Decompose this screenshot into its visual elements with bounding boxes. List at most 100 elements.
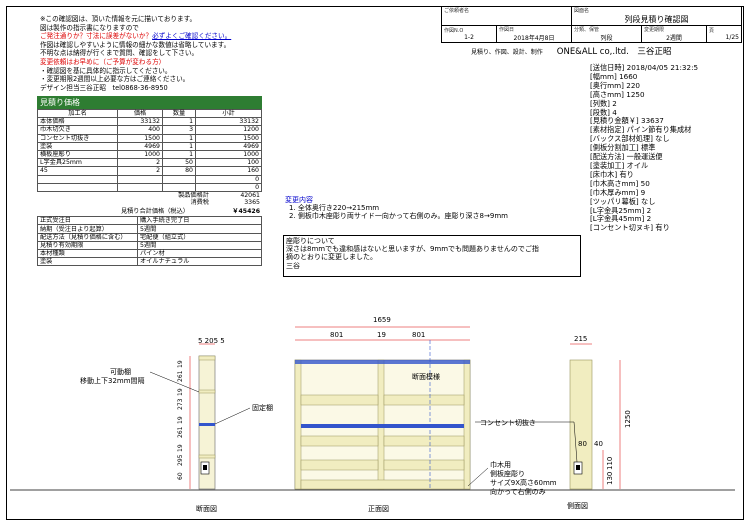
note-line: ・変更期限2週間以上必要な方はご連絡ください。 [40,75,190,84]
info-row: 塗装オイルナチュラル [37,257,262,267]
note-line: 図は製作の指示書になりますので [40,23,139,32]
work-no-label: 作図N.O [444,28,464,34]
category: 列段 [600,35,613,42]
spec-line: [コンセント切ヌキ] 有り [590,223,670,233]
draw-date: 2018年4月8日 [513,35,555,42]
product-total-label: 製品価格計 [178,191,209,199]
spec-line: [バックス部材処理] なし [590,134,670,144]
company-name: ONE&ALL co,.ltd. 三谷正昭 [556,47,672,57]
spec-line: [巾木高さmm] 50 [590,178,650,188]
note-blue-part: 必ずよくご確認ください。 [152,32,232,41]
spec-line: [L字金具45mm] 2 [590,214,652,224]
product-total: 42061 [240,191,260,199]
dim-section-vert: 261 [177,370,184,382]
note-line: 変更依頼はお早めに（ご予算が変わる方） [40,57,166,66]
dim-depth: 215 [574,335,587,343]
label-front-view: 正面図 [368,505,389,513]
skirting-note-line: サイズ9X高さ60mm [490,478,557,487]
tax-label: 消費税 [190,199,209,207]
change-item: 2. 側板巾木座彫り両サイド一向かって右側のみ。座彫り深さ8→9mm [289,212,508,220]
page-label: 頁 [709,28,715,34]
spec-line: [列数] 2 [590,98,617,108]
spec-line: [塗装加工] オイル [590,160,649,170]
dim-total-width: 1659 [373,316,391,324]
spec-line: [高さmm] 1250 [590,89,645,99]
change-item: 1. 全体奥行き220→215mm [289,204,380,212]
dim-side-small-b: 110 [606,457,614,470]
estimate-cell: 0 [195,182,262,192]
spec-list: [送信日時] 2018/04/05 21:32:5[幅mm] 1660[奥行mm… [590,63,735,233]
spec-line: [巾木厚みmm] 9 [590,187,646,197]
drawing-label: 図面名 [574,8,590,14]
deadline: 2週間 [666,35,682,42]
note-line: ・確認図を基に具体的に指示してください。 [40,66,172,75]
spec-line: [見積り金額￥] 33637 [590,116,664,126]
spec-line: [床巾木] 有り [590,169,634,179]
section-view [189,343,216,490]
title-notice: 見積り、作図、設計、制作 [471,48,543,56]
spec-line: [送信日時] 2018/04/05 21:32:5 [590,63,699,72]
label-section-mark: 断面模様 [412,372,440,381]
dim-section-vert: 60 [177,472,184,480]
skirting-note-line: 側板座彫り [490,469,525,478]
spec-line: [L字金具25mm] 2 [590,205,652,215]
front-view [294,326,471,490]
dim-outlet-b: 40 [594,440,603,448]
note-line: 不明な点は納得が行くまで質問、確認をして下さい。 [40,49,199,58]
label-section-view: 断面図 [196,504,217,513]
note2-line: 座彫りについて [286,237,335,245]
dim-outlet-a: 80 [578,440,587,448]
side-panel [569,359,593,490]
spec-line: [奥行mm] 220 [590,80,640,90]
spec-line: [側板分割加工] 標準 [590,143,656,153]
info-cell: オイルナチュラル [137,257,262,267]
drawing-name: 列段見積り確認図 [624,15,689,24]
dim-side-small-a: 130 [606,472,614,485]
note-red-part: ご発注通りか？寸法に誤差がないか？ [40,32,153,41]
label-side-view: 側面図 [567,501,588,510]
skirting-note-line: 向かって右側のみ [490,487,546,496]
spec-line: [幅mm] 1660 [590,71,638,81]
dim-section-vert: 261 [177,426,184,438]
spec-line: [段数] 4 [590,107,617,117]
customer-label: ご依頼者名 [444,8,470,14]
dim-left-width: 801 [330,331,343,339]
carving-note: 座彫りについて 深さは8mmでも違和感はないと思いますが、9mmでも問題ありませ… [283,235,581,277]
note-line: デザイン担当三谷正昭 tel0868-36-8950 [40,83,168,92]
dim-section-vert: 19 [177,416,184,424]
tax-value: 3365 [244,199,260,207]
spec-line: [配送方法] 一般運送便 [590,152,663,162]
note2-line: 摘のとおりに変更しました。 [286,253,377,262]
page-number: 1/25 [725,34,739,41]
grand-total-label: 見積り合計価格（税込） [120,207,189,215]
dim-section-top: 5 205 5 [198,337,225,345]
estimate-row: 0 [37,182,262,192]
dim-section-vert: 19 [177,388,184,396]
note-line: 作図は確認しやすいように情報の細かな数値は省略しています。 [40,40,231,49]
date-label: 作図日 [499,27,515,33]
dim-section-vert: 295 [177,454,184,466]
dim-height: 1250 [624,410,632,428]
work-no: 1-2 [464,34,474,41]
skirting-note-line: 巾木用 [490,460,511,469]
side-view [569,343,621,490]
category-label: 分類、保管 [574,27,600,33]
change-notes: 変更内容 1. 全体奥行き220→215mm 2. 側板巾木座彫り両サイド一向か… [285,196,530,220]
label-outlet-cut: コンセント切抜き [480,418,536,427]
spec-line: [素材指定] パイン節有り集成材 [590,125,692,135]
note-line-emphasis: ご発注通りか？寸法に誤差がないか？必ずよくご確認ください。 [40,32,290,41]
notes-block: ※この確認図は、頂いた情報を元に描いております。 図は製作の指示書になりますので… [40,15,290,92]
label-movable-pitch: 移動上下32mm間隔 [80,376,145,385]
change-title: 変更内容 [285,196,313,204]
label-movable-shelf: 可動棚 [110,367,131,376]
estimate-header: 見積り価格 [37,96,262,109]
label-fixed-shelf: 固定棚 [252,403,273,412]
dim-mid-width: 19 [377,331,386,339]
fixed-shelf-mark [199,423,215,426]
dim-section-vert: 19 [177,444,184,452]
